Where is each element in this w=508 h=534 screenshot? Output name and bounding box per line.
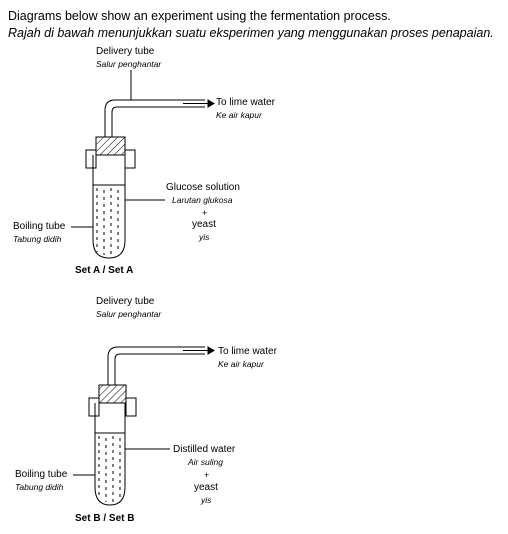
label-delivery-tube-ms-b: Salur penghantar [96,309,162,319]
label-yeast-a: yeast [192,219,216,230]
label-lime-water-b: To lime water [218,346,277,357]
label-delivery-tube-b: Delivery tube [96,296,155,307]
stopper-b [98,384,127,404]
clamp-left-b [88,397,100,417]
label-solution-ms-b: Air suling [188,457,223,467]
clamp-left-a [85,149,97,169]
intro-malay: Rajah di bawah menunjukkan suatu eksperi… [8,26,494,40]
label-boiling-tube-ms-a: Tabung didih [13,234,62,244]
label-yeast-b: yeast [194,482,218,493]
stopper-a [95,136,126,156]
label-lime-water-ms-b: Ke air kapur [218,359,264,369]
label-yeast-ms-a: yis [199,232,210,242]
label-delivery-tube-a: Delivery tube [96,46,155,57]
label-boiling-tube-ms-b: Tabung didih [15,482,64,492]
label-boiling-tube-a: Boiling tube [13,221,66,232]
delivery-tube-b [107,346,205,385]
label-solution-b: Distilled water [173,444,236,455]
label-yeast-ms-b: yis [201,495,212,505]
arrow-lime-water-a [183,99,215,108]
label-lime-water-ms-a: Ke air kapur [216,110,262,120]
label-solution-ms-a: Larutan glukosa [172,195,233,205]
label-solution-a: Glucose solution [166,182,240,193]
label-plus-b: + [204,470,210,480]
label-plus-a: + [202,208,208,218]
liquid-dashes-a [96,188,119,255]
intro-english: Diagrams below show an experiment using … [8,9,391,23]
arrow-lime-water-b [183,346,215,355]
clamp-right-b [125,397,137,417]
caption-set-b: Set B / Set B [75,513,135,524]
label-lime-water-a: To lime water [216,97,275,108]
boiling-tube-a [92,155,126,259]
boiling-tube-b [94,403,126,506]
label-boiling-tube-b: Boiling tube [15,469,68,480]
caption-set-a: Set A / Set A [75,265,134,276]
delivery-tube-a [104,99,205,137]
label-delivery-tube-ms-a: Salur penghantar [96,59,162,69]
liquid-dashes-b [98,436,121,502]
